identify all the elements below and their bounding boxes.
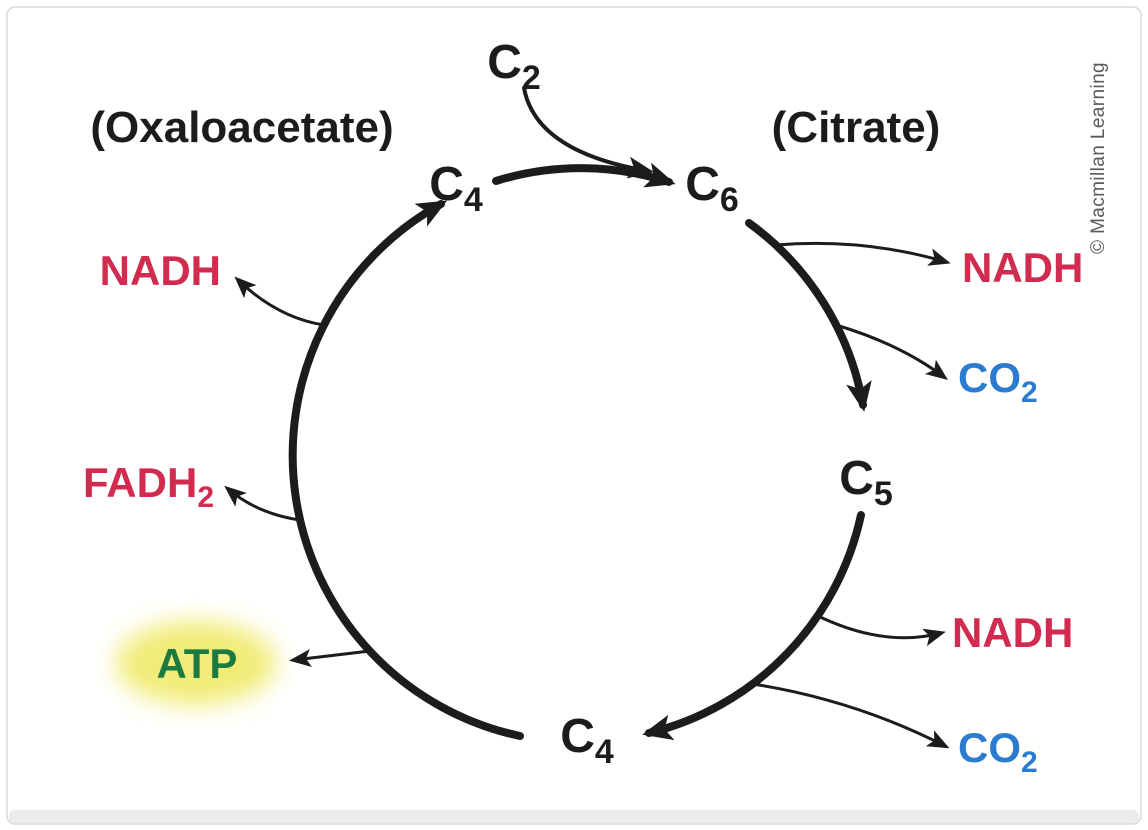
label-oxaloacetate: (Oxaloacetate) (90, 103, 393, 152)
label-co2-lower-right: CO2 (958, 724, 1038, 779)
c4-bottom-base: C (560, 710, 595, 763)
nadh-lower-right-base: NADH (952, 609, 1073, 656)
c6-sub: 6 (720, 181, 739, 219)
nadh-left-base: NADH (100, 247, 221, 294)
c5-base: C (839, 452, 874, 505)
c4-top-sub: 4 (464, 181, 483, 219)
label-fadh2: FADH2 (83, 459, 214, 514)
cycle-arc-left (288, 200, 524, 740)
label-c6: C6 (685, 158, 739, 219)
label-atp: ATP (157, 640, 238, 687)
bottom-strip (9, 810, 1139, 823)
arrow-to-nadh-left (234, 276, 326, 327)
label-c5: C5 (839, 452, 893, 513)
label-citrate: (Citrate) (772, 103, 941, 152)
arrow-to-nadh-lower-right (816, 614, 946, 647)
credit-macmillan: © Macmillan Learning (1088, 62, 1109, 254)
atp-base: ATP (157, 640, 238, 687)
c6-base: C (685, 158, 720, 211)
arrow-to-fadh2 (224, 485, 302, 522)
cycle-arc-bottom-right (642, 511, 865, 741)
c4-top-base: C (429, 158, 464, 211)
cycle-arc-right (745, 219, 872, 412)
c2-sub: 2 (522, 59, 541, 97)
label-c4-bottom: C4 (560, 710, 614, 771)
label-c2: C2 (487, 36, 541, 97)
label-nadh-upper-right: NADH (962, 244, 1083, 291)
fadh2-sub: 2 (197, 481, 214, 514)
label-nadh-lower-right: NADH (952, 609, 1073, 656)
nadh-upper-right-base: NADH (962, 244, 1083, 291)
arrow-to-nadh-upper-right (774, 241, 951, 266)
co2-lower-right-base: CO (958, 724, 1021, 771)
card-border (6, 6, 1142, 825)
co2-upper-right-sub: 2 (1021, 376, 1038, 409)
label-co2-upper-right: CO2 (958, 354, 1038, 409)
c2-base: C (487, 36, 522, 89)
acetyl-entry-arrow (522, 86, 654, 179)
c5-sub: 5 (874, 475, 893, 513)
arrow-to-atp (289, 649, 372, 667)
label-c4-top: C4 (429, 158, 483, 219)
co2-upper-right-base: CO (958, 354, 1021, 401)
arrow-to-co2-lower-right (751, 682, 950, 749)
c4-bottom-sub: 4 (595, 733, 614, 771)
co2-lower-right-sub: 2 (1021, 746, 1038, 779)
label-nadh-left: NADH (100, 247, 221, 294)
fadh2-base: FADH (83, 459, 197, 506)
atp-highlight-glow (116, 621, 276, 705)
arrow-to-co2-upper-right (834, 323, 949, 380)
